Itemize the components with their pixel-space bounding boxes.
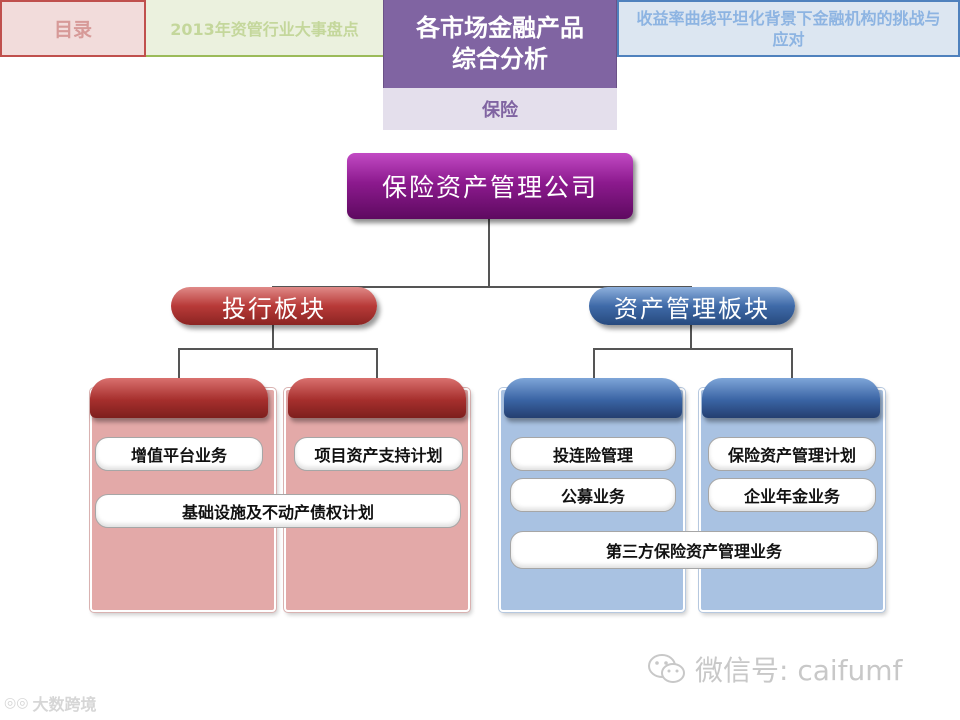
item-project-asset-backed-plan: 项目资产支持计划: [294, 437, 463, 471]
tab-product-analysis[interactable]: 各市场金融产品 综合分析: [383, 0, 617, 88]
item-value-added-platform: 增值平台业务: [95, 437, 263, 471]
item-unit-linked-management: 投连险管理: [510, 437, 676, 471]
tab-yield-curve-challenge[interactable]: 收益率曲线平坦化背景下金融机构的挑战与应对: [617, 0, 960, 57]
item-infrastructure-debt-plan: 基础设施及不动产债权计划: [95, 494, 461, 528]
column-blue-1-header: [504, 378, 682, 418]
tab-active-line2: 综合分析: [452, 45, 548, 73]
connector-left-horizontal: [178, 348, 377, 350]
connector-right-pill-down: [690, 325, 692, 349]
connector-left-col1: [178, 348, 180, 380]
wechat-id-text: 微信号: caifumf: [695, 654, 903, 687]
connector-right-horizontal: [593, 348, 792, 350]
site-watermark: ◎◎ 大数跨境: [4, 690, 144, 716]
item-public-fund-business: 公募业务: [510, 478, 676, 512]
tab-industry-review[interactable]: 2013年资管行业大事盘点: [146, 0, 383, 57]
subtab-insurance[interactable]: 保险: [383, 88, 617, 130]
segment-asset-management: 资产管理板块: [589, 287, 795, 325]
root-node: 保险资产管理公司: [347, 153, 633, 219]
site-logo-icon: ◎◎: [4, 695, 29, 711]
wechat-watermark: 微信号: caifumf: [647, 648, 947, 690]
connector-horizontal-main: [272, 286, 692, 288]
tab-toc[interactable]: 目录: [0, 0, 146, 57]
item-third-party-insurance-asset-mgmt: 第三方保险资产管理业务: [510, 531, 878, 569]
column-blue-2-header: [702, 378, 880, 418]
site-watermark-text: 大数跨境: [32, 695, 97, 714]
connector-right-col1: [593, 348, 595, 380]
connector-root-down: [488, 219, 490, 287]
wechat-icon: [647, 652, 687, 686]
item-enterprise-annuity-business: 企业年金业务: [708, 478, 876, 512]
column-red-1-header: [90, 378, 268, 418]
connector-left-col2: [376, 348, 378, 380]
column-red-2-header: [288, 378, 466, 418]
item-insurance-asset-mgmt-plan: 保险资产管理计划: [708, 437, 876, 471]
tab-active-line1: 各市场金融产品: [416, 14, 584, 42]
connector-right-col2: [791, 348, 793, 380]
segment-investment-banking: 投行板块: [171, 287, 377, 325]
connector-left-pill-down: [272, 325, 274, 349]
